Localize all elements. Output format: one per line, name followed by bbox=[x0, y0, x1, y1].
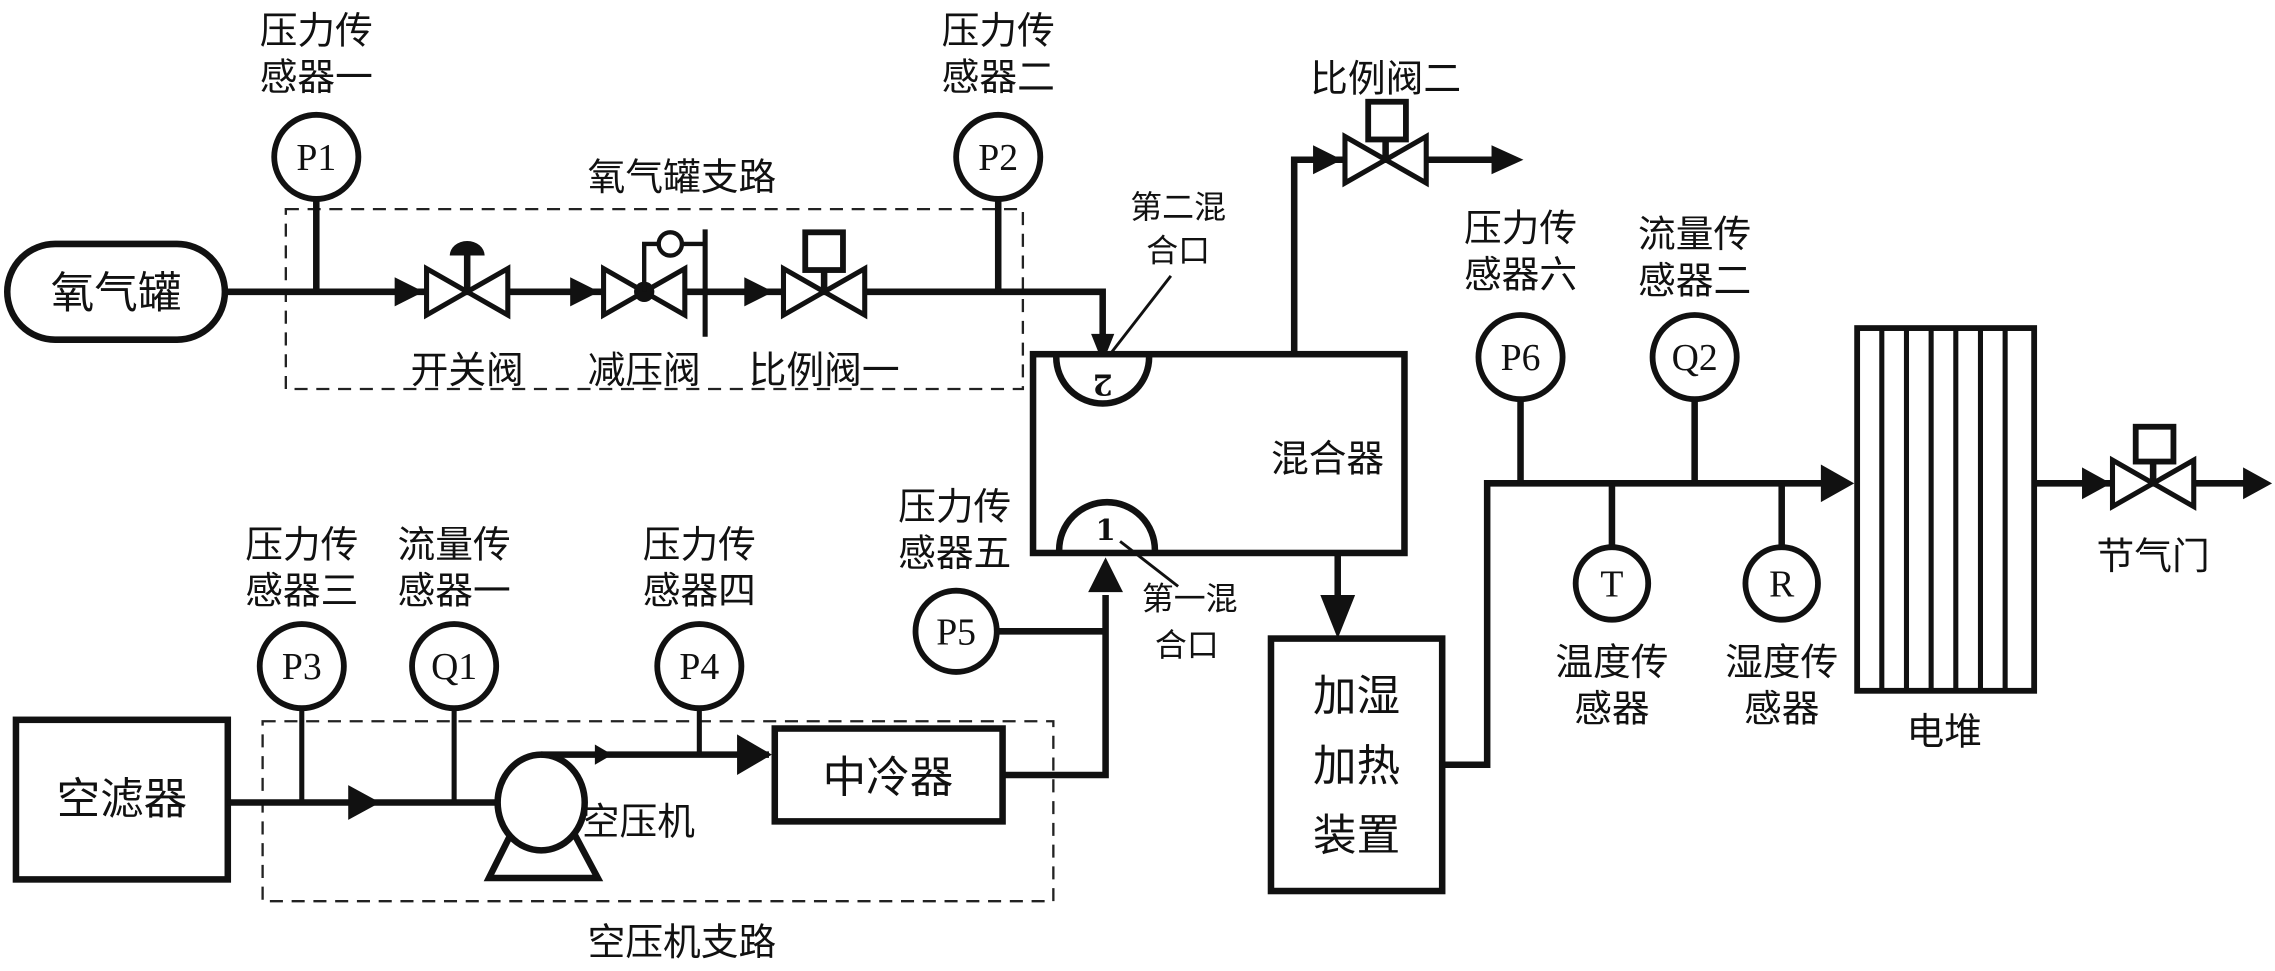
sensor-p1: P1 压力传 感器一 bbox=[260, 9, 373, 292]
oxygen-tank: 氧气罐 bbox=[7, 244, 225, 340]
svg-text:感器四: 感器四 bbox=[643, 569, 756, 613]
svg-text:压力传: 压力传 bbox=[942, 9, 1055, 53]
svg-text:感器一: 感器一 bbox=[260, 55, 373, 99]
svg-text:2: 2 bbox=[1093, 368, 1113, 402]
compressor-branch-label: 空压机支路 bbox=[588, 920, 777, 964]
flow-arrow-icon bbox=[744, 277, 773, 306]
sensor-p4: P4 压力传 感器四 bbox=[643, 522, 756, 754]
sensor-p2: P2 压力传 感器二 bbox=[942, 9, 1055, 292]
svg-text:氧气罐: 氧气罐 bbox=[51, 269, 182, 319]
svg-text:比例阀一: 比例阀一 bbox=[749, 348, 900, 392]
svg-text:感器六: 感器六 bbox=[1464, 252, 1577, 296]
svg-text:压力传: 压力传 bbox=[643, 522, 756, 566]
flow-arrow-icon bbox=[2082, 467, 2111, 499]
svg-text:中冷器: 中冷器 bbox=[823, 753, 954, 803]
svg-text:感器一: 感器一 bbox=[398, 569, 511, 613]
intercooler: 中冷器 bbox=[775, 729, 1003, 822]
flow-arrow-icon bbox=[737, 734, 772, 775]
sensor-q1: Q1 流量传 感器一 bbox=[398, 522, 511, 802]
svg-text:流量传: 流量传 bbox=[1638, 212, 1751, 256]
svg-text:合口: 合口 bbox=[1146, 231, 1210, 269]
svg-text:减压阀: 减压阀 bbox=[588, 348, 701, 392]
svg-text:P3: P3 bbox=[282, 646, 322, 688]
svg-text:感器三: 感器三 bbox=[245, 569, 358, 613]
svg-text:R: R bbox=[1769, 563, 1795, 605]
throttle-valve: 节气门 bbox=[2082, 427, 2272, 578]
svg-text:加湿: 加湿 bbox=[1313, 672, 1400, 722]
mixer: 2 1 混合器 bbox=[1033, 354, 1404, 553]
flow-arrow-icon bbox=[1313, 145, 1342, 174]
flow-arrow-icon bbox=[1821, 464, 1854, 502]
air-compressor: 空压机 bbox=[489, 744, 769, 877]
svg-text:电堆: 电堆 bbox=[1906, 709, 1981, 753]
switch-valve: 开关阀 bbox=[395, 241, 524, 392]
oxygen-branch-label: 氧气罐支路 bbox=[588, 155, 777, 199]
flow-arrow-icon bbox=[595, 744, 612, 764]
svg-text:节气门: 节气门 bbox=[2097, 534, 2210, 578]
sensor-temperature: T 温度传 感器 bbox=[1555, 483, 1668, 730]
proportional-valve-2: 比例阀二 bbox=[1310, 57, 1523, 183]
svg-text:第二混: 第二混 bbox=[1130, 188, 1226, 226]
svg-text:T: T bbox=[1600, 563, 1623, 605]
svg-text:装置: 装置 bbox=[1313, 811, 1400, 861]
sensor-humidity: R 湿度传 感器 bbox=[1725, 483, 1838, 730]
svg-text:温度传: 温度传 bbox=[1555, 640, 1668, 684]
svg-text:流量传: 流量传 bbox=[398, 522, 511, 566]
sensor-q2: Q2 流量传 感器二 bbox=[1638, 212, 1751, 483]
svg-text:开关阀: 开关阀 bbox=[411, 348, 524, 392]
svg-text:压力传: 压力传 bbox=[1464, 206, 1577, 250]
mix-port-1-label: 第一混 合口 bbox=[1120, 541, 1238, 664]
mix-port-2-label: 第二混 合口 bbox=[1106, 188, 1226, 360]
svg-text:Q1: Q1 bbox=[431, 646, 477, 688]
svg-text:P2: P2 bbox=[978, 137, 1018, 179]
flow-arrow-icon bbox=[1320, 595, 1355, 639]
svg-text:P5: P5 bbox=[936, 611, 976, 653]
svg-text:压力传: 压力传 bbox=[898, 485, 1011, 529]
svg-text:感器: 感器 bbox=[1744, 686, 1819, 730]
svg-text:P1: P1 bbox=[296, 137, 336, 179]
svg-text:湿度传: 湿度传 bbox=[1725, 640, 1838, 684]
fuel-cell-stack: 电堆 bbox=[1857, 328, 2034, 753]
svg-text:压力传: 压力传 bbox=[260, 9, 373, 53]
svg-text:合口: 合口 bbox=[1155, 626, 1219, 664]
svg-text:空滤器: 空滤器 bbox=[57, 775, 188, 825]
svg-text:第一混: 第一混 bbox=[1142, 580, 1238, 618]
flow-arrow-icon bbox=[570, 277, 599, 306]
air-filter: 空滤器 bbox=[16, 720, 228, 880]
svg-text:感器五: 感器五 bbox=[898, 531, 1011, 575]
reducing-valve: 减压阀 bbox=[570, 229, 705, 392]
svg-text:感器: 感器 bbox=[1574, 686, 1649, 730]
svg-text:加热: 加热 bbox=[1313, 742, 1400, 792]
flow-arrow-icon bbox=[348, 785, 380, 820]
svg-text:P6: P6 bbox=[1501, 337, 1541, 379]
humidifier-heater: 加湿 加热 装置 bbox=[1271, 639, 1442, 891]
svg-text:P4: P4 bbox=[679, 646, 719, 688]
flow-arrow-icon bbox=[1492, 145, 1524, 174]
svg-text:Q2: Q2 bbox=[1672, 337, 1718, 379]
svg-text:1: 1 bbox=[1095, 513, 1115, 547]
sensor-p6: P6 压力传 感器六 bbox=[1464, 206, 1577, 483]
flow-arrow-icon bbox=[2243, 467, 2272, 499]
svg-text:感器二: 感器二 bbox=[942, 55, 1055, 99]
flow-arrow-icon bbox=[395, 277, 424, 306]
flow-arrow-icon bbox=[1088, 557, 1123, 592]
proportional-valve-1: 比例阀一 bbox=[744, 232, 899, 392]
svg-text:空压机: 空压机 bbox=[582, 799, 695, 843]
svg-text:压力传: 压力传 bbox=[245, 522, 358, 566]
svg-text:比例阀二: 比例阀二 bbox=[1310, 57, 1461, 101]
svg-text:感器二: 感器二 bbox=[1638, 258, 1751, 302]
svg-text:混合器: 混合器 bbox=[1271, 437, 1384, 481]
